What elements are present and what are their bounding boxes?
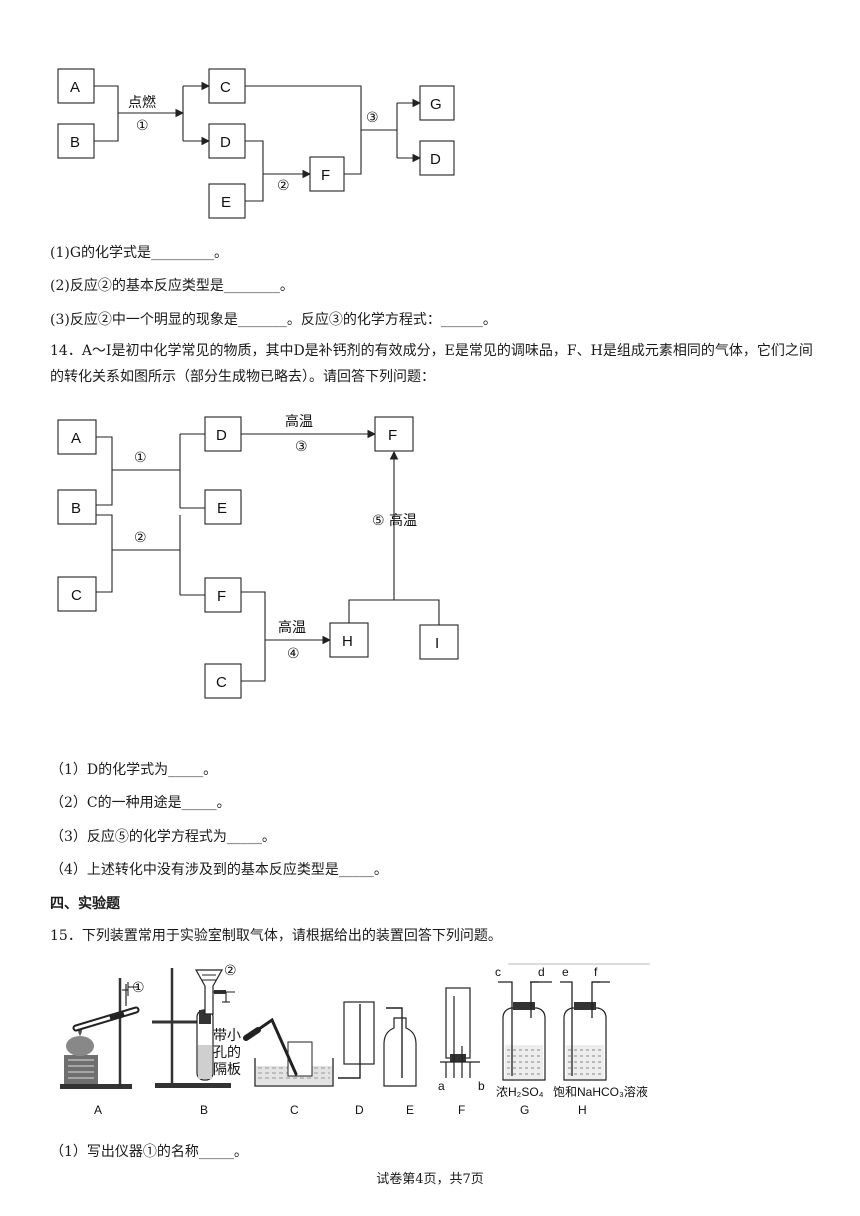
box-c3 [204, 663, 242, 699]
label-c3: C [216, 674, 227, 691]
join-bc2 [96, 514, 113, 593]
apparatus-g [498, 981, 552, 1081]
apparatus-figure: ① ② 带小 孔的 隔板 [60, 963, 650, 1117]
label-r3: ③ [366, 110, 379, 126]
q14-sub3: （3）反应⑤的化学方程式为_____。 [50, 829, 276, 845]
q13-sub1: (1)G的化学式是_________。 [50, 245, 229, 261]
mark-2: ② [224, 963, 237, 979]
box-d2 [419, 140, 455, 176]
app-label-a: A [94, 1103, 102, 1117]
partition-l2: 孔的 [213, 1045, 241, 1061]
q14-sub2: （2）C的一种用途是_____。 [50, 795, 231, 811]
h-port-f: f [594, 965, 598, 979]
join-de [245, 140, 264, 202]
q15-intro: 15．下列装置常用于实验室制取气体，请根据给出的装置回答下列问题。 [50, 928, 502, 944]
box-f [309, 156, 345, 192]
h-port-e: e [562, 965, 569, 979]
app-label-d: D [355, 1103, 364, 1117]
apparatus-e [383, 1007, 417, 1087]
label-e: E [221, 194, 231, 211]
join-hi [348, 599, 440, 625]
box-h [329, 622, 369, 658]
box-a [57, 68, 95, 104]
partition-l1: 带小 [213, 1028, 241, 1044]
label-b: B [70, 134, 80, 151]
page-footer: 试卷第4页，共7页 [376, 1172, 484, 1187]
reaction-diagram-2: A B C ① ② D E F C 高温 ③ F 高温 ④ H I ⑤ 高温 [57, 413, 459, 699]
f-port-b: b [478, 1079, 485, 1093]
g-liquid: 浓H₂SO₄ [496, 1085, 544, 1099]
h-liquid: 饱和NaHCO₃溶液 [553, 1084, 648, 1099]
label-r4-2: ④ [287, 646, 300, 662]
apparatus-h [560, 981, 610, 1081]
join-ab [94, 85, 119, 142]
box-a2 [57, 419, 97, 455]
box-d [204, 416, 242, 452]
box-c2 [57, 576, 97, 612]
apparatus-c [243, 1017, 334, 1087]
label-r3-2: ③ [295, 439, 308, 455]
app-label-f: F [458, 1103, 465, 1117]
label-d1: D [220, 134, 231, 151]
q15-sub1: （1）写出仪器①的名称_____。 [50, 1144, 248, 1160]
label-r2: ② [277, 178, 290, 194]
label-b2: B [71, 500, 81, 517]
apparatus-d [338, 1001, 375, 1079]
f-port-a: a [438, 1079, 445, 1093]
label-e2: E [217, 500, 227, 517]
label-a: A [70, 79, 80, 96]
box-e [208, 183, 246, 219]
reaction-diagram-1: A B 点燃 ① C D E ② F ③ G D [57, 68, 455, 219]
label-r1-2: ① [134, 450, 147, 466]
box-g [419, 85, 455, 121]
label-ht-3: 高温 [285, 413, 313, 430]
q14-sub1: （1）D的化学式为_____。 [50, 762, 218, 778]
box-e2 [204, 489, 242, 525]
q13-sub2: (2)反应②的基本反应类型是________。 [50, 278, 294, 294]
label-d: D [216, 427, 227, 444]
label-f2: F [217, 588, 226, 605]
box-b2 [57, 489, 97, 525]
app-label-h: H [578, 1103, 587, 1117]
label-ignite: 点燃 [128, 94, 156, 111]
label-h: H [342, 633, 353, 650]
app-label-b: B [200, 1103, 208, 1117]
label-r1: ① [136, 118, 149, 134]
app-label-c: C [290, 1103, 299, 1117]
label-f-top: F [388, 427, 397, 444]
section-title: 四、实验题 [50, 896, 120, 912]
apparatus-f [440, 987, 480, 1078]
label-g: G [430, 96, 442, 113]
g-port-c: c [495, 965, 501, 979]
label-i: I [435, 635, 439, 652]
label-f: F [321, 167, 330, 184]
label-r2-2: ② [134, 530, 147, 546]
q14-intro: 14．A～I是初中化学常见的物质，其中D是补钙剂的有效成分，E是常见的调味品，F… [50, 343, 813, 385]
label-d2: D [430, 151, 441, 168]
mark-1: ① [132, 980, 145, 996]
apparatus-a [60, 978, 140, 1089]
box-f-top [374, 416, 414, 452]
box-i [419, 624, 459, 660]
label-ht-4: 高温 [278, 619, 306, 636]
label-r5: ⑤ 高温 [372, 512, 417, 529]
label-c2: C [71, 587, 82, 604]
g-port-d: d [538, 965, 545, 979]
q14-sub4: （4）上述转化中没有涉及到的基本反应类型是_____。 [50, 862, 388, 878]
box-b [57, 123, 95, 159]
apparatus-b [152, 968, 235, 1088]
label-c: C [220, 79, 231, 96]
box-f2 [204, 577, 242, 613]
partition-l3: 隔板 [213, 1062, 241, 1078]
q13-sub3: (3)反应②中一个明显的现象是_______。反应③的化学方程式：______。 [50, 312, 497, 328]
label-a2: A [71, 430, 81, 447]
join-ab2 [96, 436, 113, 506]
box-c [208, 68, 246, 104]
app-label-e: E [406, 1103, 414, 1117]
app-label-g: G [520, 1103, 529, 1117]
join-fc [241, 591, 266, 682]
